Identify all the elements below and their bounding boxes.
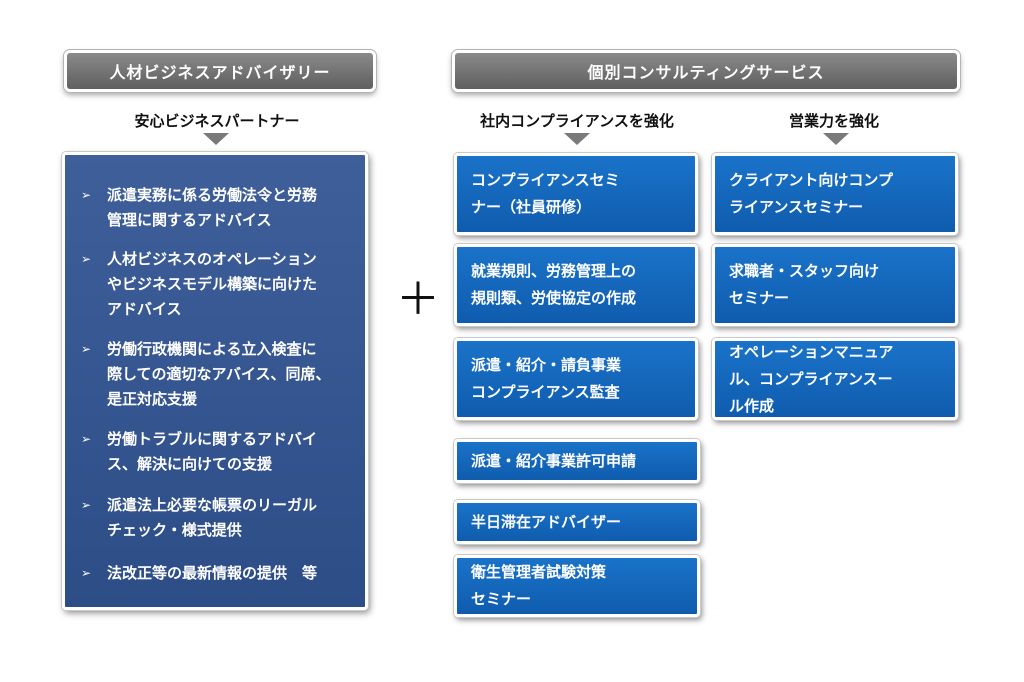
service-box-line: 規則類、労使協定の作成 [471, 289, 637, 307]
service-box-client-seminar: クライアント向けコンプ ライアンスセミナー [712, 153, 958, 235]
service-box-line: 衛生管理者試験対策 [471, 563, 607, 581]
bullet-arrow-icon: ➢ [81, 566, 92, 580]
service-box-operation-manual: オペレーションマニュア ル、コンプライアンスー ル作成 [712, 338, 958, 420]
service-box-line: オペレーションマニュア [729, 342, 894, 361]
bullet-arrow-icon: ➢ [81, 342, 92, 356]
right-header-label: 個別コンサルティングサービス [587, 63, 825, 82]
service-box-half-day-advisor: 半日滞在アドバイザー [454, 500, 700, 544]
service-box-jobseeker-seminar: 求職者・スタッフ向け セミナー [712, 244, 958, 326]
bullet-arrow-icon: ➢ [81, 432, 92, 446]
service-box-line: ナー（社員研修） [471, 198, 592, 216]
advisory-item: ➢ 派遣実務に係る労働法令と労務 管理に関するアドバイス [81, 183, 351, 233]
service-box-line: ル作成 [729, 396, 775, 415]
advisory-item-line: 労働行政機関による立入検査に [107, 340, 317, 358]
advisory-item-line: 管理に関するアドバイス [107, 211, 272, 229]
service-box-line: 半日滞在アドバイザー [471, 512, 622, 531]
left-down-arrow-icon [203, 133, 229, 145]
service-box-line: 求職者・スタッフ向け [729, 262, 880, 280]
advisory-item-line: 法改正等の最新情報の提供 等 [107, 564, 318, 582]
bullet-arrow-icon: ➢ [81, 252, 92, 266]
advisory-item-line: やビジネスモデル構築に向けた [107, 275, 318, 293]
compliance-down-arrow-icon [564, 133, 590, 145]
service-box-line: セミナー [729, 289, 790, 307]
advisory-item-line: チェック・様式提供 [107, 521, 242, 539]
advisory-item: ➢ 人材ビジネスのオペレーション やビジネスモデル構築に向けた アドバイス [81, 247, 351, 322]
service-box-compliance-seminar: コンプライアンスセミ ナー（社員研修） [454, 153, 698, 235]
advisory-item-line: 人材ビジネスのオペレーション [107, 250, 317, 268]
service-box-hygiene-exam-seminar: 衛生管理者試験対策 セミナー [454, 555, 700, 617]
sales-subheading: 営業力を強化 [788, 112, 879, 130]
service-box-line: コンプライアンス監査 [471, 383, 620, 401]
advisory-item: ➢ 労働行政機関による立入検査に 際しての適切なアバイス、同席、 是正対応支援 [81, 337, 351, 412]
left-subheading: 安心ビジネスパートナー [134, 112, 300, 130]
advisory-item-line: 労働トラブルに関するアドバイ [107, 430, 318, 448]
service-box-license-application: 派遣・紹介事業許可申請 [454, 439, 700, 483]
advisory-item-line: 際しての適切なアバイス、同席、 [107, 365, 331, 383]
advisory-item-line: 是正対応支援 [107, 390, 198, 408]
compliance-subheading: 社内コンプライアンスを強化 [480, 112, 674, 130]
advisory-item-line: 派遣法上必要な帳票のリーガル [107, 496, 318, 514]
bullet-arrow-icon: ➢ [81, 188, 92, 202]
right-header: 個別コンサルティングサービス [452, 50, 960, 92]
advisory-item-line: 派遣実務に係る労働法令と労務 [107, 186, 318, 204]
service-box-line: 派遣・紹介・請負事業 [471, 356, 622, 374]
advisory-item: ➢ 労働トラブルに関するアドバイ ス、解決に向けての支援 [81, 427, 351, 477]
advisory-item: ➢ 法改正等の最新情報の提供 等 [81, 561, 351, 586]
left-header-label: 人材ビジネスアドバイザリー [109, 63, 331, 82]
advisory-item-line: ス、解決に向けての支援 [107, 455, 273, 473]
service-box-line: 就業規則、労務管理上の [471, 262, 637, 280]
service-box-line: クライアント向けコンプ [729, 171, 893, 189]
left-header: 人材ビジネスアドバイザリー [64, 50, 376, 92]
service-box-line: コンプライアンスセミ [471, 171, 620, 189]
plus-icon: ＋ [396, 274, 440, 325]
advisory-panel: ➢ 派遣実務に係る労働法令と労務 管理に関するアドバイス ➢ 人材ビジネスのオペ… [62, 152, 368, 610]
service-box-compliance-audit: 派遣・紹介・請負事業 コンプライアンス監査 [454, 338, 698, 420]
service-box-line: ル、コンプライアンスー [729, 369, 893, 388]
sales-down-arrow-icon [823, 133, 849, 145]
advisory-item-line: アドバイス [107, 300, 182, 318]
service-box-line: ライアンスセミナー [729, 198, 864, 216]
bullet-arrow-icon: ➢ [81, 498, 92, 512]
service-box-work-rules: 就業規則、労務管理上の 規則類、労使協定の作成 [454, 244, 698, 326]
service-box-line: 派遣・紹介事業許可申請 [471, 451, 637, 470]
service-box-line: セミナー [471, 590, 532, 608]
advisory-item: ➢ 派遣法上必要な帳票のリーガル チェック・様式提供 [81, 493, 351, 543]
